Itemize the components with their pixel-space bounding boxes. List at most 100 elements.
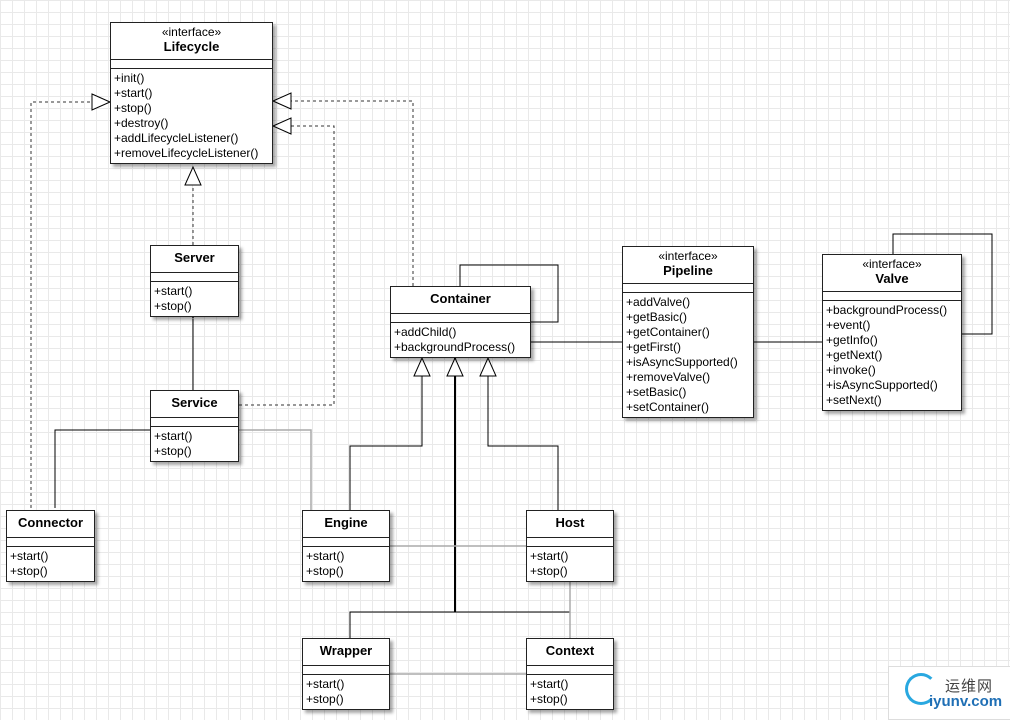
class-container[interactable]: Container +addChild() +backgroundProcess… [390, 286, 531, 358]
operation: +invoke() [826, 363, 876, 377]
generalization-engine-container [349, 358, 422, 510]
operation: +start() [530, 677, 569, 691]
operation: +setBasic() [626, 385, 687, 399]
class-name: Engine [324, 515, 368, 530]
class-header: Service [151, 391, 238, 418]
class-header: Container [391, 287, 530, 314]
class-host[interactable]: Host +start() +stop() [526, 510, 614, 582]
operation: +addValve() [626, 295, 691, 309]
attributes-compartment [111, 60, 272, 69]
class-header: Server [151, 246, 238, 273]
class-engine[interactable]: Engine +start() +stop() [302, 510, 390, 582]
operations-compartment: +addValve() +getBasic() +getContainer() … [623, 293, 753, 417]
watermark-en-text: iyunv.com [929, 693, 1003, 710]
attributes-compartment [7, 538, 94, 547]
operation: +start() [306, 677, 345, 691]
operation: +stop() [530, 564, 568, 578]
class-name: Pipeline [663, 263, 713, 278]
watermark-logo-icon [905, 673, 937, 705]
operations-compartment: +backgroundProcess() +event() +getInfo()… [823, 301, 961, 410]
class-name: Server [174, 250, 215, 265]
operation: +getNext() [826, 348, 883, 362]
stereotype: «interface» [161, 25, 222, 39]
operation: +stop() [114, 101, 152, 115]
class-service[interactable]: Service +start() +stop() [150, 390, 239, 462]
class-connector[interactable]: Connector +start() +stop() [6, 510, 95, 582]
operation: +start() [114, 86, 153, 100]
attributes-compartment [391, 314, 530, 323]
class-header: Host [527, 511, 613, 538]
operations-compartment: +start() +stop() [527, 675, 613, 709]
class-name: Container [430, 291, 491, 306]
watermark-cn-text: 运维网 [945, 678, 994, 695]
class-header: «interface» Valve [823, 255, 961, 292]
composition-service-connector [54, 425, 173, 508]
operation: +setContainer() [626, 400, 710, 414]
operations-compartment: +start() +stop() [7, 547, 94, 581]
class-pipeline[interactable]: «interface» Pipeline +addValve() +getBas… [622, 246, 754, 418]
operations-compartment: +start() +stop() [151, 282, 238, 316]
operation: +getFirst() [626, 340, 682, 354]
class-header: Engine [303, 511, 389, 538]
operation: +start() [10, 549, 49, 563]
attributes-compartment [303, 666, 389, 675]
composition-valve-self [892, 233, 993, 339]
operation: +start() [530, 549, 569, 563]
realization-container-lifecycle [273, 101, 414, 286]
generalization-wrapper-context-container [349, 611, 571, 638]
class-context[interactable]: Context +start() +stop() [526, 638, 614, 710]
operation: +backgroundProcess() [826, 303, 948, 317]
operation: +init() [114, 71, 145, 85]
class-name: Connector [18, 515, 83, 530]
operation: +setNext() [826, 393, 882, 407]
operation: +addChild() [394, 325, 457, 339]
operation: +start() [154, 284, 193, 298]
attributes-compartment [527, 666, 613, 675]
operation: +addLifecycleListener() [114, 131, 239, 145]
class-header: «interface» Lifecycle [111, 23, 272, 60]
realization-connector-lifecycle [30, 102, 110, 508]
class-header: «interface» Pipeline [623, 247, 753, 284]
operation: +isAsyncSupported() [826, 378, 938, 392]
operation: +stop() [306, 692, 344, 706]
class-name: Lifecycle [163, 39, 220, 54]
class-valve[interactable]: «interface» Valve +backgroundProcess() +… [822, 254, 962, 411]
operation: +start() [154, 429, 193, 443]
operations-compartment: +start() +stop() [151, 427, 238, 461]
operations-compartment: +init() +start() +stop() +destroy() +add… [111, 69, 272, 163]
operation: +getInfo() [826, 333, 878, 347]
class-server[interactable]: Server +start() +stop() [150, 245, 239, 317]
attributes-compartment [303, 538, 389, 547]
aggregation-engine-service [217, 425, 312, 510]
operation: +stop() [154, 299, 192, 313]
attributes-compartment [151, 273, 238, 282]
operation: +removeValve() [626, 370, 711, 384]
class-name: Host [555, 515, 585, 530]
operations-compartment: +addChild() +backgroundProcess() [391, 323, 530, 357]
operation: +destroy() [114, 116, 169, 130]
operation: +stop() [154, 444, 192, 458]
operations-compartment: +start() +stop() [527, 547, 613, 581]
operation: +stop() [306, 564, 344, 578]
stereotype: «interface» [658, 249, 718, 263]
operation: +getBasic() [626, 310, 688, 324]
class-name: Context [545, 643, 595, 658]
operation: +removeLifecycleListener() [114, 146, 259, 160]
class-name: Service [171, 395, 218, 410]
class-name: Wrapper [319, 643, 373, 658]
operation: +event() [826, 318, 871, 332]
operations-compartment: +start() +stop() [303, 547, 389, 581]
watermark: 运维网 iyunv.com [888, 666, 1010, 720]
class-header: Wrapper [303, 639, 389, 666]
class-wrapper[interactable]: Wrapper +start() +stop() [302, 638, 390, 710]
attributes-compartment [823, 292, 961, 301]
class-header: Connector [7, 511, 94, 538]
class-lifecycle[interactable]: «interface» Lifecycle +init() +start() +… [110, 22, 273, 164]
operations-compartment: +start() +stop() [303, 675, 389, 709]
operation: +start() [306, 549, 345, 563]
operation: +stop() [530, 692, 568, 706]
attributes-compartment [527, 538, 613, 547]
operation: +backgroundProcess() [394, 340, 516, 354]
operation: +stop() [10, 564, 48, 578]
composition-container-self [459, 264, 559, 327]
